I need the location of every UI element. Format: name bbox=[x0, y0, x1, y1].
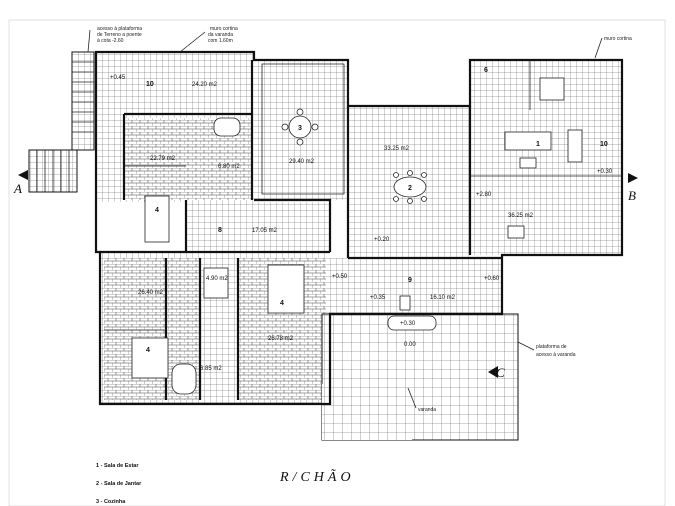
page-frame bbox=[8, 19, 666, 506]
svg-text:26.40 m2: 26.40 m2 bbox=[138, 290, 164, 296]
svg-text:com 1.60m: com 1.60m bbox=[208, 38, 233, 44]
sofa bbox=[504, 131, 552, 151]
svg-text:plataforma de: plataforma de bbox=[536, 344, 567, 350]
svg-text:de Terreno a poente: de Terreno a poente bbox=[97, 32, 142, 38]
svg-text:1: 1 bbox=[536, 141, 540, 148]
top-middle-annotation: muro cortina da varanda com 1.60m bbox=[179, 26, 238, 53]
kitchen-table bbox=[288, 115, 312, 139]
bed bbox=[267, 264, 305, 314]
svg-text:+0.60: +0.60 bbox=[484, 276, 500, 282]
legend: 1 - Sala de Estar 2 - Sala de Jantar 3 -… bbox=[96, 463, 142, 505]
elevation-marks: +0.45 +0.30 +2.80 +0.20 +0.50 +0.35 +0.6… bbox=[110, 75, 613, 348]
svg-text:+0.30: +0.30 bbox=[597, 169, 613, 175]
svg-text:33.25 m2: 33.25 m2 bbox=[384, 146, 410, 152]
svg-text:10: 10 bbox=[600, 141, 608, 148]
walls bbox=[94, 50, 624, 406]
terrace-steps bbox=[387, 315, 437, 331]
west-access-stairs bbox=[28, 51, 95, 193]
svg-text:muro cortina: muro cortina bbox=[604, 36, 632, 42]
svg-text:2: 2 bbox=[408, 185, 412, 192]
svg-text:varanda: varanda bbox=[418, 407, 436, 413]
svg-text:4: 4 bbox=[146, 347, 150, 354]
bathtub bbox=[213, 117, 241, 137]
legend-item: 1 - Sala de Estar bbox=[96, 463, 139, 469]
svg-text:29.40 m2: 29.40 m2 bbox=[289, 159, 315, 165]
svg-text:+2.80: +2.80 bbox=[476, 192, 492, 198]
svg-text:17.05 m2: 17.05 m2 bbox=[252, 228, 278, 234]
svg-text:3: 3 bbox=[298, 125, 302, 132]
svg-text:4: 4 bbox=[155, 207, 159, 214]
svg-text:6.80 m2: 6.80 m2 bbox=[218, 164, 240, 170]
top-right-annotation: muro cortina bbox=[594, 36, 632, 59]
svg-text:10: 10 bbox=[146, 81, 154, 88]
bed bbox=[144, 195, 170, 243]
furniture bbox=[131, 77, 583, 395]
bathtub bbox=[171, 363, 197, 395]
bed bbox=[131, 337, 169, 379]
svg-text:9: 9 bbox=[408, 277, 412, 284]
section-c-label: C bbox=[496, 365, 505, 380]
svg-text:36.25 m2: 36.25 m2 bbox=[508, 213, 534, 219]
svg-text:acesso à plataforma: acesso à plataforma bbox=[97, 26, 142, 32]
svg-text:acesso à varanda: acesso à varanda bbox=[536, 352, 576, 358]
svg-text:22.79 m2: 22.79 m2 bbox=[150, 156, 176, 162]
legend-item: 3 - Cozinha bbox=[96, 499, 126, 505]
section-a-label: A bbox=[13, 181, 22, 196]
svg-text:6: 6 bbox=[484, 67, 488, 74]
varanda-annotation: varanda bbox=[407, 387, 436, 413]
svg-text:8: 8 bbox=[218, 227, 222, 234]
svg-text:6.85 m2: 6.85 m2 bbox=[200, 366, 222, 372]
svg-text:+0.50: +0.50 bbox=[332, 274, 348, 280]
floor-title: R/CHÃO bbox=[279, 468, 355, 485]
svg-text:24.20 m2: 24.20 m2 bbox=[192, 82, 218, 88]
svg-text:+0.35: +0.35 bbox=[370, 295, 386, 301]
section-b-label: B bbox=[628, 188, 636, 203]
svg-text:16.10 m2: 16.10 m2 bbox=[430, 295, 456, 301]
svg-text:4.90 m2: 4.90 m2 bbox=[206, 276, 228, 282]
legend-item: 2 - Sala de Jantar bbox=[96, 481, 142, 487]
svg-text:da varanda: da varanda bbox=[208, 32, 233, 38]
svg-text:muro cortina: muro cortina bbox=[210, 26, 238, 32]
svg-text:4: 4 bbox=[280, 300, 284, 307]
fireplace bbox=[567, 129, 583, 163]
svg-text:0.00: 0.00 bbox=[404, 342, 416, 348]
section-markers: A B C bbox=[13, 170, 638, 380]
top-left-annotation: acesso à plataforma de Terreno a poente … bbox=[87, 26, 142, 53]
svg-text:à cota -2.60: à cota -2.60 bbox=[97, 38, 124, 44]
svg-text:+0.30: +0.30 bbox=[400, 321, 416, 327]
dining-table bbox=[393, 176, 427, 198]
svg-text:+0.45: +0.45 bbox=[110, 75, 126, 81]
svg-text:+0.20: +0.20 bbox=[374, 237, 390, 243]
room-labels: 10 24.20 m2 3 29.40 m2 2 33.25 m2 1 36.2… bbox=[138, 67, 608, 372]
svg-text:26.78 m2: 26.78 m2 bbox=[268, 336, 294, 342]
bottom-right-annotation: plataforma de acesso à varanda bbox=[517, 341, 576, 358]
